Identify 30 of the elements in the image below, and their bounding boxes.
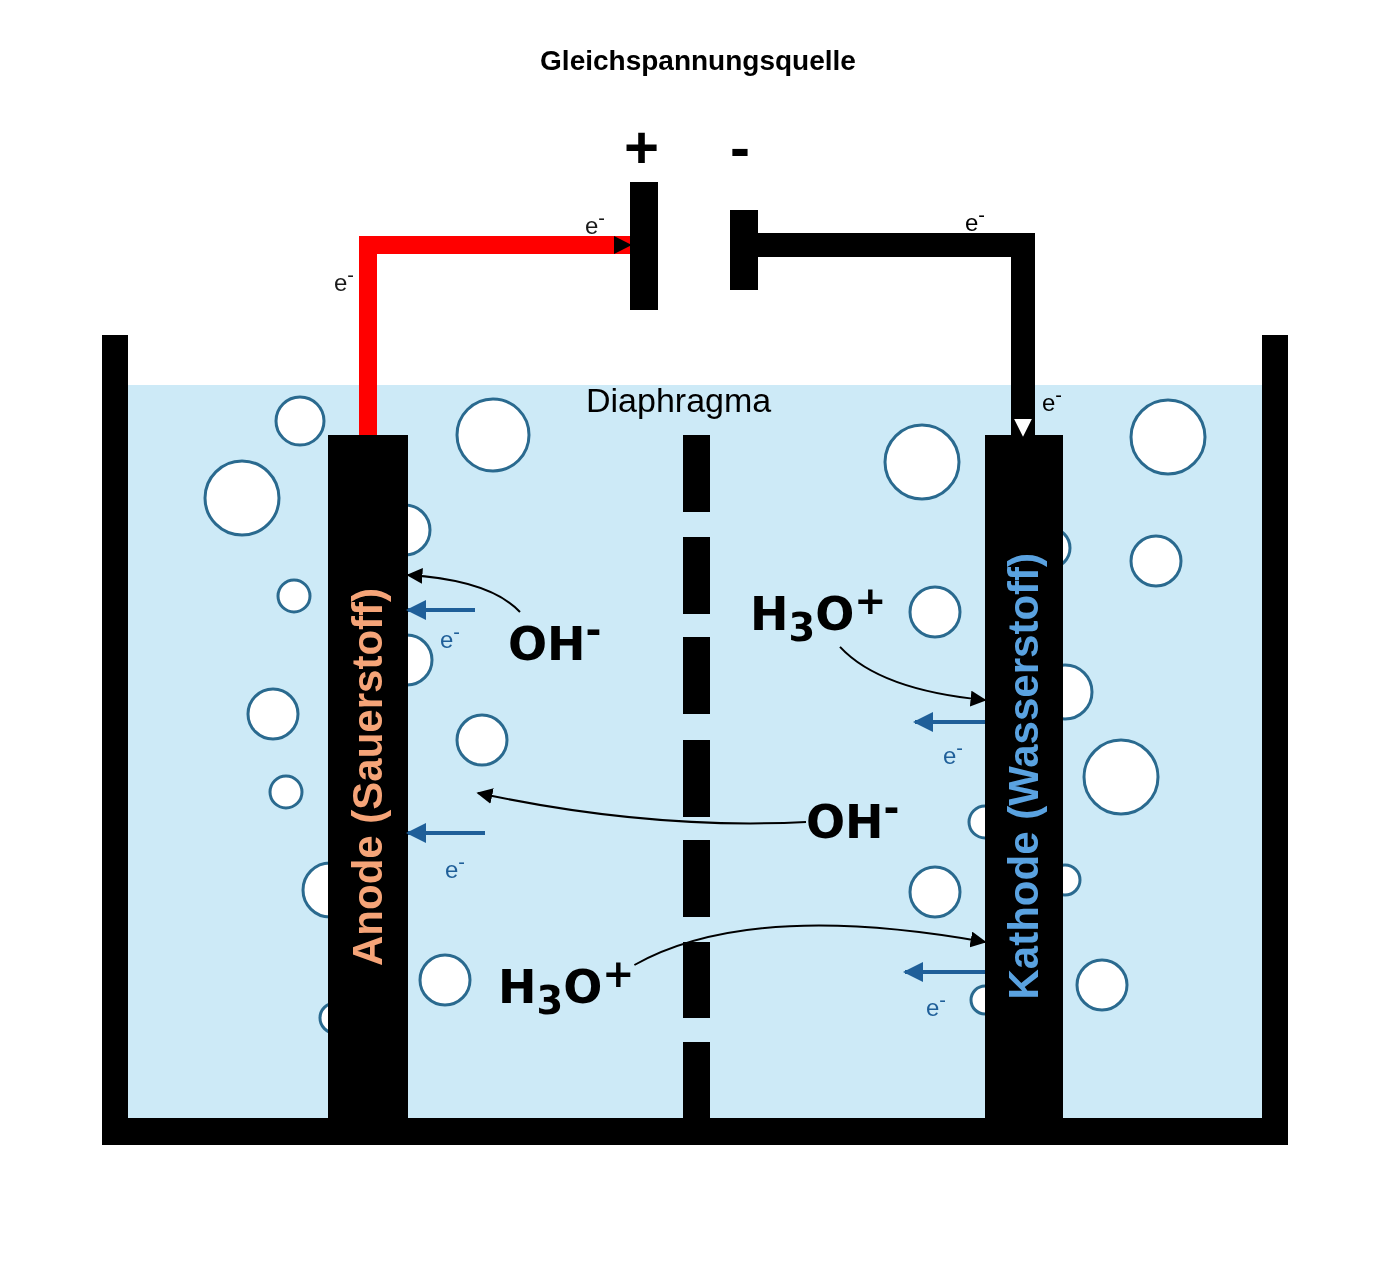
anode-electrode (328, 435, 408, 1118)
polarity-sign: + (624, 118, 660, 178)
electron-label: e$^{-}$ (1042, 385, 1063, 415)
arrow (406, 823, 485, 843)
diaphragm-label: Diaphragma (586, 383, 772, 417)
arrow (633, 924, 987, 966)
ion-label: OH$^{-}$ (806, 790, 900, 846)
electron-label: e$^{-}$ (445, 852, 466, 882)
arrow (476, 788, 807, 825)
electron-label: e$^{-}$ (943, 738, 964, 768)
arrow (406, 568, 521, 613)
electron-label: e$^{-}$ (334, 265, 355, 295)
ion-label: H$_{3}$O$^{+}$ (750, 582, 887, 647)
electrode-label: Kathode (Wasserstoff) (1003, 553, 1045, 1000)
electron-label: e$^{-}$ (585, 208, 606, 238)
electron-label: e$^{-}$ (440, 622, 461, 652)
electron-label: e$^{-}$ (965, 205, 986, 235)
ion-label: H$_{3}$O$^{+}$ (498, 955, 635, 1020)
wire (758, 233, 1035, 437)
arrow (839, 645, 987, 707)
electrode-label: Anode (Sauerstoff) (347, 587, 389, 966)
cathode-electrode (985, 435, 1063, 1118)
electron-label: e$^{-}$ (926, 990, 947, 1020)
arrow (406, 600, 475, 620)
wire (359, 236, 632, 435)
polarity-sign: - (730, 118, 750, 178)
diagram-title: Gleichspannungsquelle (539, 45, 857, 77)
arrow (913, 712, 985, 732)
arrow (903, 962, 985, 982)
ion-label: OH$^{-}$ (508, 612, 602, 668)
